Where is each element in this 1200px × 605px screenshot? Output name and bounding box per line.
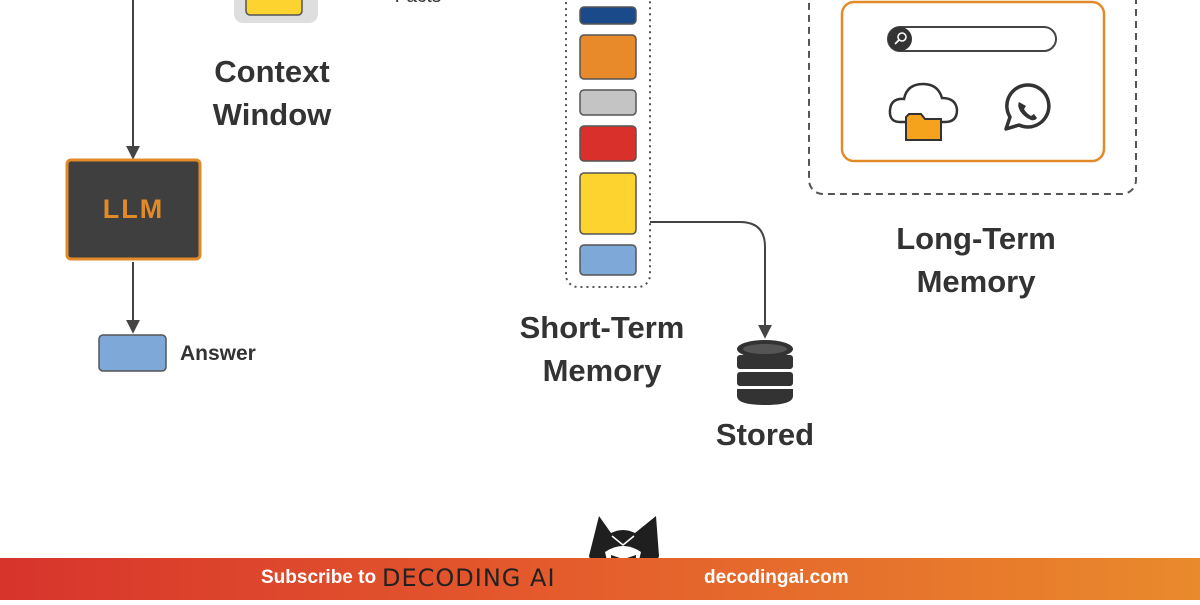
context-tile (245, 0, 303, 16)
arrow-to-stored (650, 221, 772, 339)
site-link[interactable]: decodingai.com (704, 567, 849, 588)
long-term-label: Long-Term Memory (896, 221, 1056, 299)
database-icon (737, 340, 793, 405)
short-term-label: Short-Term Memory (519, 310, 685, 388)
subscribe-text: Subscribe to (261, 567, 377, 588)
llm-label: LLM (102, 194, 165, 224)
answer-label: Answer (180, 342, 256, 365)
brand-logo-text: DECODING AI (382, 564, 556, 592)
short-term-block (579, 125, 637, 162)
whatsapp-icon (1004, 83, 1051, 131)
cloud-folder-icon (888, 82, 959, 141)
facts-label: Facts (386, 0, 450, 9)
context-window-label: Context Window (212, 54, 332, 132)
footer-banner: Subscribe to DECODING AI decodingai.com (0, 558, 1200, 600)
llm-box (65, 158, 202, 261)
stored-label: Stored (715, 417, 815, 452)
short-term-block (579, 244, 637, 276)
search-bar (887, 26, 1057, 52)
search-icon (894, 32, 907, 45)
short-term-blocks (579, 6, 637, 276)
short-term-block (579, 172, 637, 235)
short-term-block (579, 34, 637, 80)
short-term-block (579, 6, 637, 25)
answer-box (98, 334, 167, 372)
long-term-container (808, 0, 1137, 195)
short-term-block (579, 89, 637, 116)
